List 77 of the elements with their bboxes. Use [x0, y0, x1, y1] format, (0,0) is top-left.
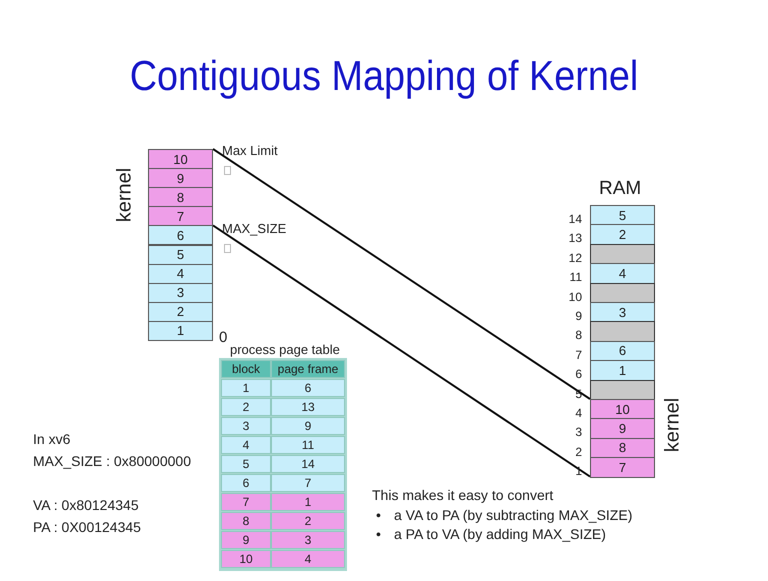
address-zero-label: 0	[219, 329, 228, 346]
region-label: kernel	[114, 168, 136, 222]
page-cell: 1	[590, 360, 655, 381]
note-text: This makes it easy to convert	[372, 487, 554, 503]
table-cell: 9	[271, 417, 345, 435]
page-cell: 6	[590, 340, 655, 362]
page-cell: 8	[148, 187, 213, 208]
column-heading: RAM	[599, 178, 642, 200]
frame-number: 6	[574, 367, 582, 382]
page-cell: 8	[590, 438, 655, 458]
table-cell: page frame	[271, 360, 345, 378]
note-text: In xv6	[33, 431, 70, 447]
table-cell: 11	[271, 436, 345, 454]
mapping-line	[212, 224, 591, 478]
page-cell: 3	[148, 282, 213, 303]
frame-number: 11	[568, 270, 582, 284]
frame-number: 12	[568, 250, 582, 265]
empty-frame-cell	[590, 380, 655, 400]
table-cell: 4	[221, 436, 271, 454]
table-cell: 1	[271, 493, 345, 511]
table-cell: 5	[221, 455, 271, 473]
empty-frame-cell	[590, 321, 655, 342]
frame-number: 8	[574, 328, 582, 342]
page-cell: 6	[148, 225, 213, 246]
page-cell: 7	[148, 206, 213, 226]
table-cell: 6	[271, 379, 345, 397]
table-cell: 14	[271, 455, 345, 473]
table-cell: 13	[271, 398, 345, 416]
boundary-label: MAX_SIZE	[222, 221, 286, 236]
table-cell: 1	[221, 379, 271, 397]
page-cell: 2	[590, 224, 655, 245]
bullet-mark: •	[376, 507, 381, 523]
empty-frame-cell	[590, 282, 655, 303]
page-cell: 5	[590, 205, 655, 226]
bullet-mark: •	[376, 526, 381, 542]
page-cell: 4	[148, 264, 213, 284]
page-cell: 10	[148, 149, 213, 170]
frame-number: 10	[568, 290, 582, 304]
table-cell: 7	[271, 474, 345, 492]
page-cell: 1	[148, 320, 213, 341]
empty-frame-cell	[590, 244, 655, 264]
frame-number: 2	[574, 444, 582, 459]
table-cell: 3	[221, 417, 271, 435]
page-cell: 9	[590, 418, 655, 439]
page-cell: 4	[590, 263, 655, 284]
frame-number: 9	[574, 309, 582, 323]
page-cell: 9	[148, 168, 213, 188]
table-cell: 4	[271, 550, 345, 568]
table-cell: 6	[221, 474, 271, 492]
note-text: VA : 0x80124345	[33, 497, 139, 513]
bullet-text: a VA to PA (by subtracting MAX_SIZE)	[394, 507, 632, 523]
frame-number: 14	[568, 212, 582, 226]
table-cell: 8	[221, 512, 271, 530]
note-text: MAX_SIZE : 0x80000000	[33, 453, 191, 469]
table-cell: 3	[271, 531, 345, 549]
table-cell: 9	[221, 531, 271, 549]
mapping-line	[212, 148, 591, 400]
page-cell: 2	[148, 302, 213, 322]
slide-title: Contiguous Mapping of Kernel	[128, 52, 640, 100]
frame-number: 3	[574, 425, 582, 440]
boundary-label: Max Limit	[222, 143, 278, 158]
bullet-text: a PA to VA (by adding MAX_SIZE)	[394, 526, 606, 542]
note-text: PA : 0X00124345	[33, 519, 141, 535]
frame-number: 7	[574, 348, 582, 362]
table-cell: 10	[221, 550, 271, 568]
page-cell: 5	[148, 244, 213, 265]
page-cell: 10	[590, 399, 655, 420]
frame-number: 4	[574, 406, 582, 420]
page-cell: 3	[590, 302, 655, 322]
frame-number: 13	[568, 231, 582, 246]
table-cell: 2	[271, 512, 345, 530]
region-label: kernel	[662, 398, 684, 452]
table-cell: 2	[221, 398, 271, 416]
table-cell: 7	[221, 493, 271, 511]
table-cell: block	[221, 360, 271, 378]
table-caption: process page table	[230, 342, 340, 357]
page-cell: 7	[590, 457, 655, 478]
